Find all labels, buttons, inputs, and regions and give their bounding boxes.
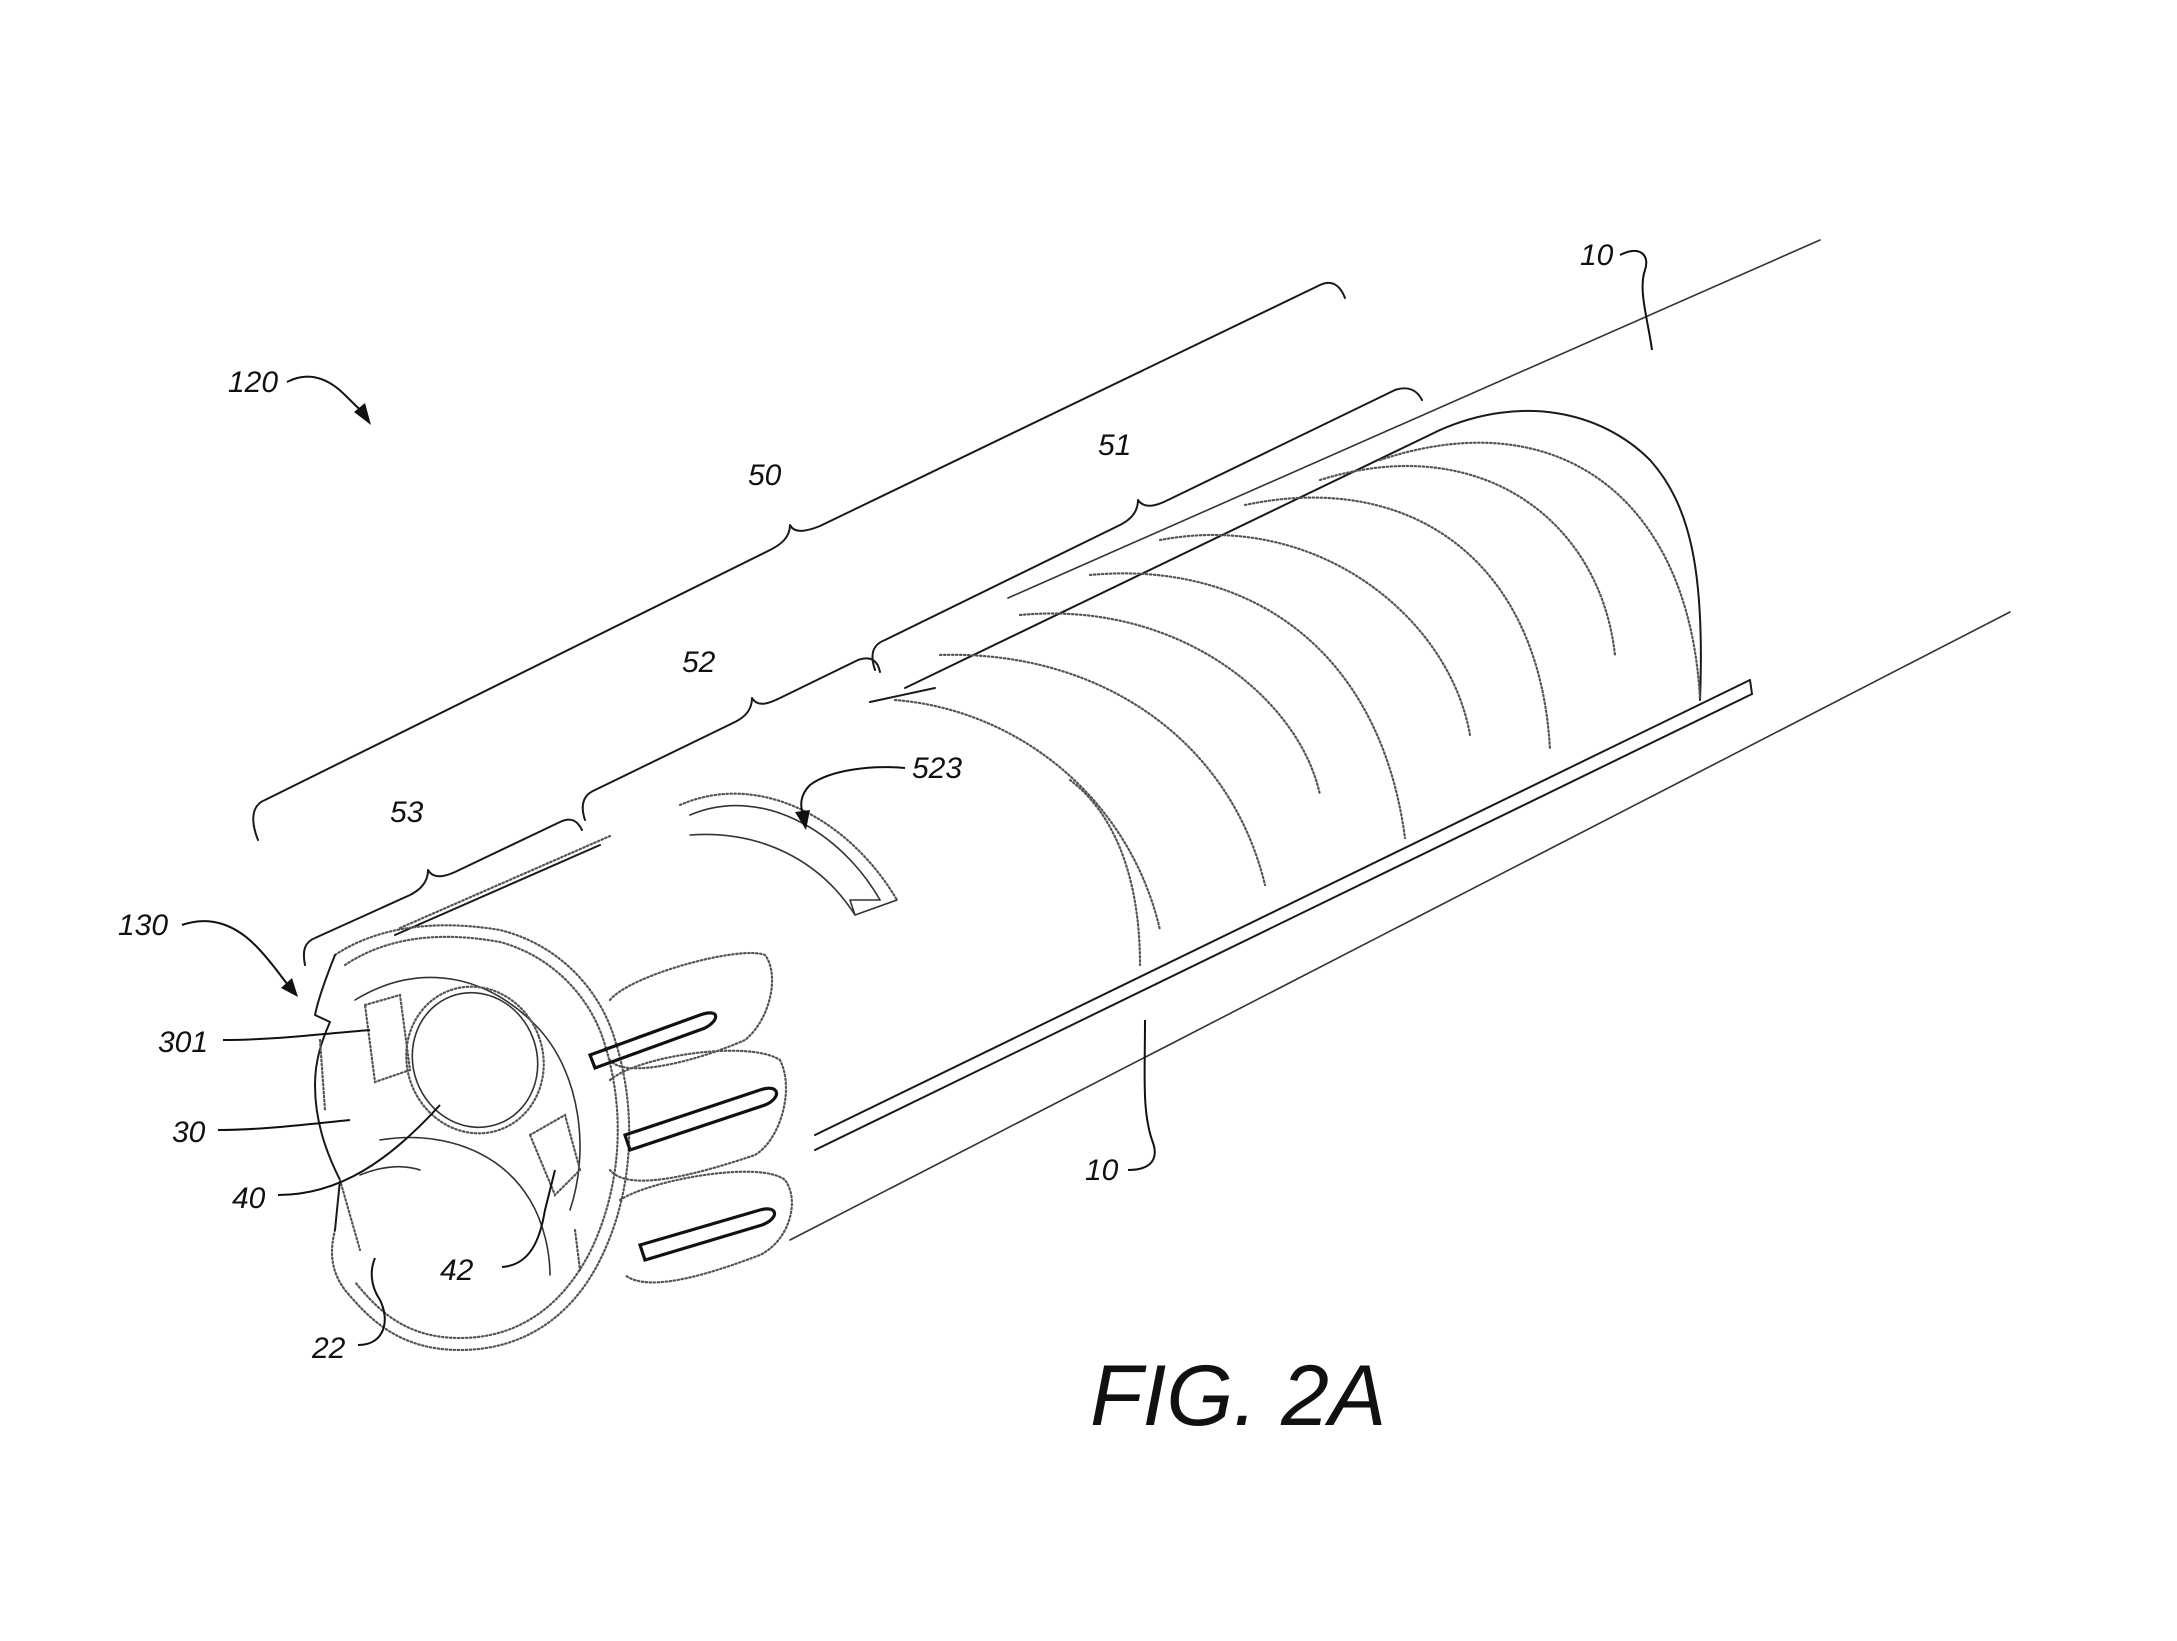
distal-tip <box>314 924 631 1352</box>
outer-sheath <box>789 239 2011 1241</box>
figure-caption: FIG. 2A <box>1090 1348 1386 1444</box>
label-120: 120 <box>228 366 278 399</box>
label-52: 52 <box>682 646 716 679</box>
label-10-top: 10 <box>1580 239 1614 272</box>
label-40: 40 <box>232 1182 266 1215</box>
label-53: 53 <box>390 796 424 829</box>
brace-53 <box>302 818 583 966</box>
label-50: 50 <box>748 459 782 492</box>
label-10-bottom: 10 <box>1085 1154 1119 1187</box>
flex-rings <box>869 441 1702 967</box>
label-130: 130 <box>118 909 168 942</box>
label-523: 523 <box>912 752 962 785</box>
brace-52 <box>581 657 881 821</box>
bending-segment-523 <box>678 792 899 916</box>
label-30: 30 <box>172 1116 206 1149</box>
leaders <box>181 250 1653 1346</box>
label-301: 301 <box>158 1026 208 1059</box>
tip-channels <box>587 951 793 1284</box>
brace-50 <box>252 281 1346 841</box>
label-51: 51 <box>1098 429 1131 462</box>
brace-51 <box>871 387 1423 671</box>
reference-numerals: 120 130 10 10 50 51 52 53 523 301 30 40 … <box>118 239 1614 1365</box>
label-42: 42 <box>440 1254 474 1287</box>
label-22: 22 <box>311 1332 346 1365</box>
